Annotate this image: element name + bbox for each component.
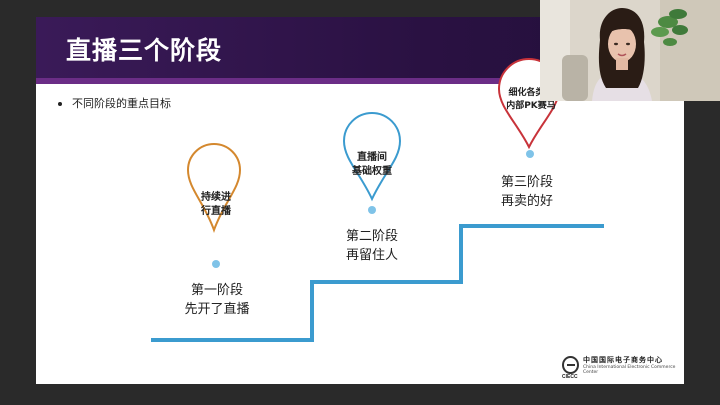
stairs-diagram (151, 58, 604, 342)
pin-3-dot (526, 150, 534, 158)
pin-2-marker (342, 112, 402, 202)
stage-2-label: 第二阶段 再留住人 (327, 227, 417, 265)
bullet-point: 不同阶段的重点目标 (58, 95, 171, 111)
stage-3-desc: 再卖的好 (500, 194, 553, 209)
bullet-text: 不同阶段的重点目标 (72, 97, 171, 110)
stage-1-label: 第一阶段 先开了直播 (172, 281, 262, 319)
logo-abbr-text: CIECC (562, 374, 578, 380)
stage-2-title: 第二阶段 (345, 229, 398, 244)
pin-1-marker (186, 143, 242, 233)
stage-1-desc: 先开了直播 (184, 302, 250, 317)
ciecc-logo-icon (562, 356, 579, 374)
pin-2-line-2: 基础权重 (352, 166, 392, 177)
stage-3-label: 第三阶段 再卖的好 (482, 173, 572, 211)
slide-title: 直播三个阶段 (66, 36, 223, 65)
pin-2-text: 直播间基础权重 (344, 151, 400, 179)
plant-icon (651, 9, 688, 46)
pin-1-line-2: 行直播 (201, 206, 231, 217)
presenter-video (540, 0, 720, 101)
stage-2-desc: 再留住人 (345, 248, 398, 263)
stage-3-title: 第三阶段 (500, 175, 553, 190)
logo-cn-text: 中国国际电子商务中心 (582, 356, 663, 364)
pin-2-line-1: 直播间 (357, 152, 387, 163)
bullet-dot (58, 102, 62, 106)
pin-1-dot (212, 260, 220, 268)
pin-1-text: 持续进行直播 (188, 191, 244, 219)
ciecc-logo: 中国国际电子商务中心 China International Electroni… (562, 355, 684, 380)
presenter-figure (592, 8, 652, 101)
pin-1-line-1: 持续进 (201, 192, 231, 203)
pin-3-line-2: 内部PK赛马 (506, 101, 556, 111)
pin-3-line-1: 细化各类指 (508, 88, 554, 98)
pin-3-text: 细化各类指内部PK赛马 (494, 87, 568, 113)
pin-1-line: 持续进行直播 (188, 191, 244, 219)
header-stripe (36, 78, 684, 84)
stairs-line (151, 224, 604, 342)
logo-en-text: China International Electronic Commerce … (582, 365, 676, 375)
pin-2-dot (368, 206, 376, 214)
stage-1-title: 第一阶段 (190, 283, 243, 298)
presenter-video-image (540, 0, 720, 101)
